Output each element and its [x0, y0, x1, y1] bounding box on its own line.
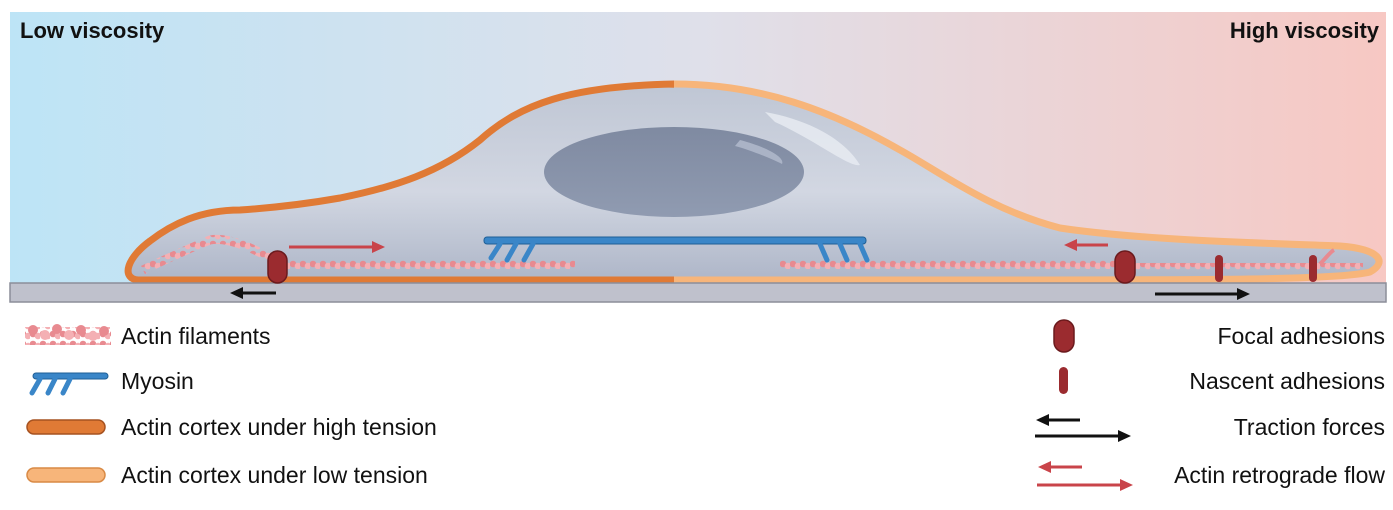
cell-body-rear — [124, 80, 674, 284]
cell-body-front — [674, 80, 1383, 284]
myosin-fiber — [483, 236, 870, 263]
legend-label-nascent-adhesions: Nascent adhesions — [1189, 368, 1385, 394]
substrate — [9, 282, 1387, 303]
legend-label-low-tension-cortex: Actin cortex under low tension — [121, 462, 428, 488]
traction-force-arrow-front — [1155, 288, 1250, 300]
legend-label-actin-filaments: Actin filaments — [121, 323, 271, 349]
actin-filament-protrusion — [1318, 248, 1336, 266]
focal-adhesion-front — [1114, 250, 1136, 284]
nascent-adhesion-icon — [1059, 367, 1068, 394]
nascent-adhesion-1 — [1215, 255, 1223, 282]
legend-label-retrograde-flow: Actin retrograde flow — [1174, 462, 1385, 488]
traction-force-arrows-icon — [1035, 414, 1131, 442]
nucleus — [544, 127, 804, 217]
actin-filament-icon — [25, 324, 111, 345]
retrograde-flow-arrows-icon — [1037, 461, 1133, 491]
low-viscosity-label: Low viscosity — [20, 18, 165, 43]
actin-filament-rear — [141, 234, 288, 275]
traction-force-arrow-rear — [230, 287, 276, 299]
actin-filament-left-bundle — [285, 260, 575, 269]
legend-label-focal-adhesions: Focal adhesions — [1217, 323, 1386, 349]
actin-filament-right-bundle — [780, 260, 1120, 269]
high-tension-cortex-icon — [26, 419, 106, 435]
focal-adhesion-icon — [1053, 319, 1075, 353]
legend-label-traction-forces: Traction forces — [1233, 414, 1385, 440]
nascent-adhesion-2 — [1309, 255, 1317, 282]
low-tension-cortex-icon — [26, 467, 106, 483]
high-viscosity-label: High viscosity — [1229, 18, 1379, 43]
nucleus-highlight — [735, 140, 783, 164]
retrograde-flow-arrow-front — [1064, 239, 1108, 251]
retrograde-flow-arrow-rear — [289, 241, 385, 253]
actin-filament-front-bundle — [1135, 263, 1363, 270]
cell-highlight — [765, 112, 860, 166]
myosin-icon — [29, 372, 109, 396]
legend-label-high-tension-cortex: Actin cortex under high tension — [121, 414, 437, 440]
focal-adhesion-rear — [267, 250, 288, 284]
legend-label-myosin: Myosin — [121, 368, 194, 394]
